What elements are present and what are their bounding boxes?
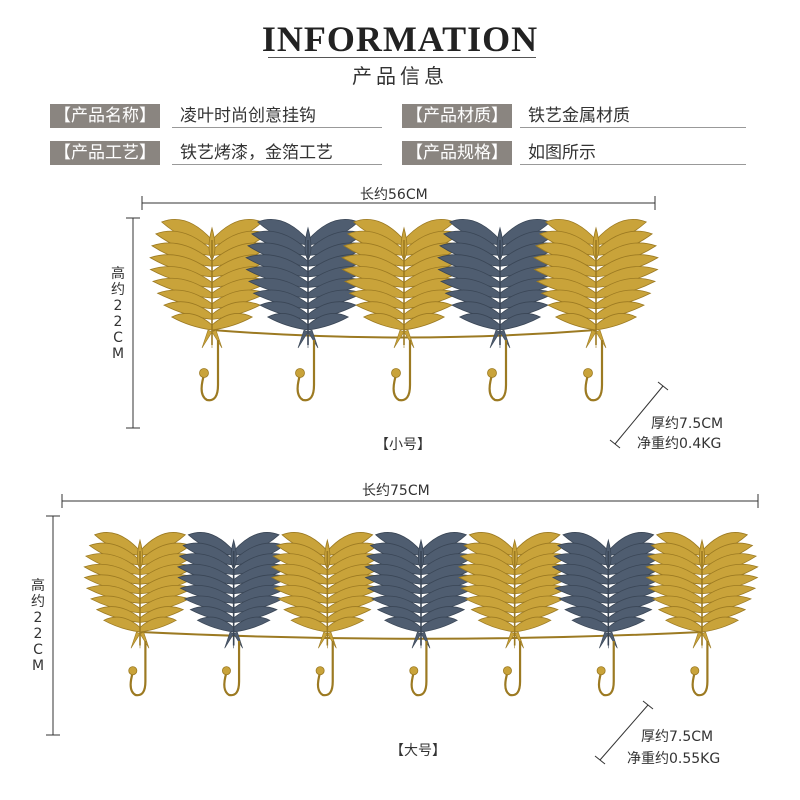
hook <box>690 641 709 697</box>
small-height-line <box>126 217 140 429</box>
small-thickness-text: 厚约7.5CM <box>651 416 724 432</box>
leaf-hook <box>83 532 197 649</box>
hook <box>487 340 508 402</box>
leaf-hook <box>177 532 291 649</box>
spec-value: 如图所示 <box>520 141 746 165</box>
name-value: 凌叶时尚创意挂钩 <box>172 104 382 128</box>
hook <box>295 340 316 402</box>
large-thickness-line <box>594 700 654 765</box>
hook <box>409 641 428 697</box>
hook <box>596 641 615 697</box>
page-title: INFORMATION <box>261 19 539 59</box>
name-label: 【产品名称】 <box>50 104 160 128</box>
small-length-line <box>141 196 656 210</box>
hook <box>583 340 604 402</box>
large-height-line <box>46 515 60 736</box>
hook <box>128 641 147 697</box>
leaf-hook <box>533 218 659 349</box>
leaf-hook <box>364 532 478 649</box>
leaf-hook <box>551 532 665 649</box>
page-subtitle: 产品信息 <box>352 64 448 88</box>
large-length-line <box>61 494 759 508</box>
small-thickness-line <box>609 381 669 449</box>
small-weight-text: 净重约0.4KG <box>637 436 722 452</box>
small-size-label: 【小号】 <box>375 437 431 453</box>
hook <box>315 641 334 697</box>
small-length-text: 长约56CM <box>360 187 428 203</box>
small-hook-rack <box>149 218 659 402</box>
material-value: 铁艺金属材质 <box>520 104 746 128</box>
leaf-hook <box>270 532 384 649</box>
hook <box>503 641 522 697</box>
spec-label: 【产品规格】 <box>402 141 512 165</box>
large-height-text: 高约22CM <box>31 578 45 674</box>
large-hook-rack <box>83 532 759 697</box>
hook <box>391 340 412 402</box>
large-weight-text: 净重约0.55KG <box>627 751 721 767</box>
large-size-label: 【大号】 <box>390 743 446 759</box>
hook <box>222 641 241 697</box>
leaf-hook <box>645 532 759 649</box>
material-label: 【产品材质】 <box>402 104 512 128</box>
hook <box>199 340 220 402</box>
craft-value: 铁艺烤漆，金箔工艺 <box>172 141 382 165</box>
small-height-text: 高约22CM <box>111 266 125 362</box>
large-thickness-text: 厚约7.5CM <box>641 729 714 745</box>
title-underline <box>268 57 536 58</box>
leaf-hook <box>458 532 572 649</box>
large-length-text: 长约75CM <box>362 483 430 499</box>
craft-label: 【产品工艺】 <box>50 141 160 165</box>
leaf-hook <box>341 218 467 349</box>
